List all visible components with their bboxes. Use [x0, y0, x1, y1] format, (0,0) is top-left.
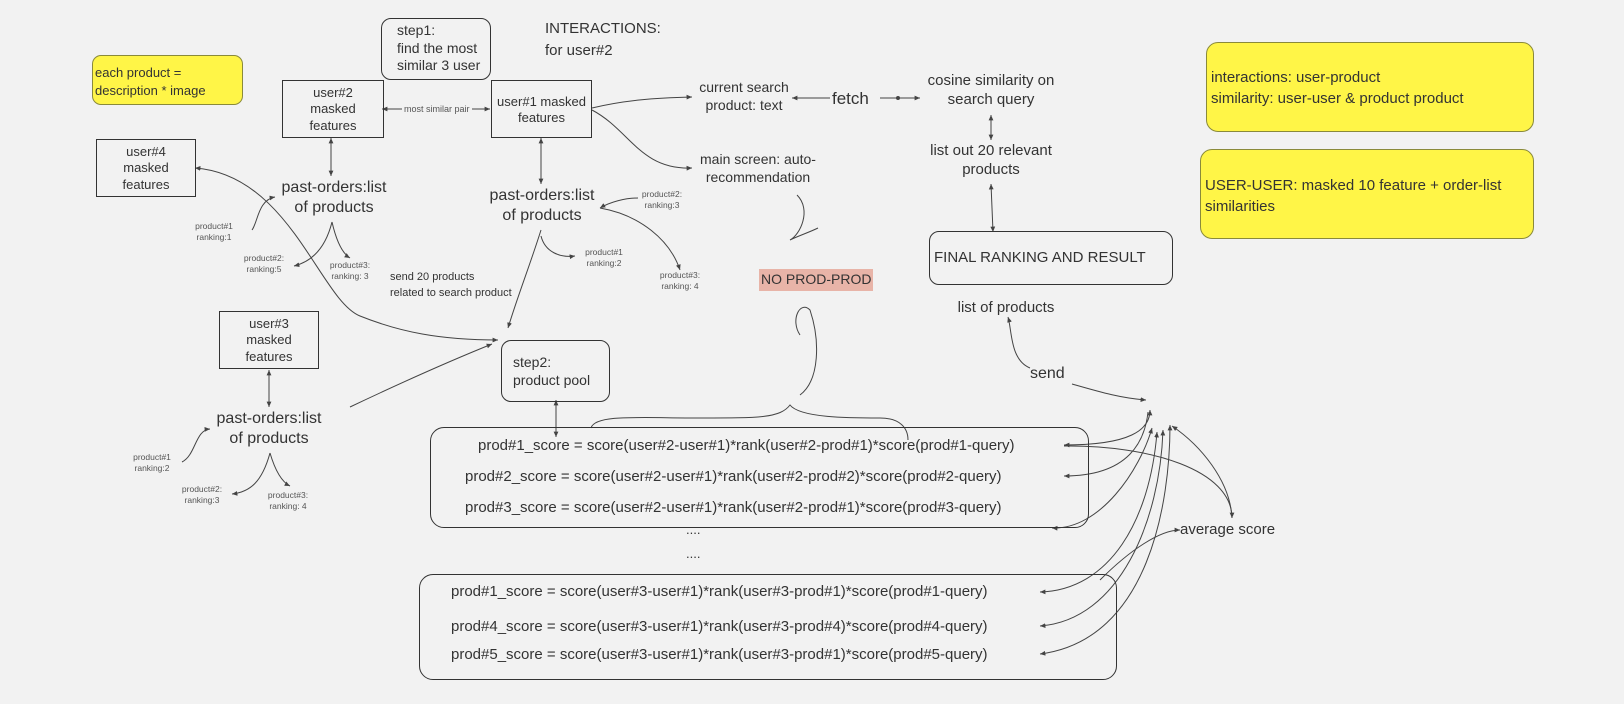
- arrow-send-right: [1071, 383, 1147, 402]
- formula-group-2: [419, 574, 1117, 680]
- ranking-u1-p2: product#2: ranking:3: [641, 189, 683, 210]
- past-orders-user1: past-orders:list of products: [489, 187, 595, 224]
- arrow-u3-pool: [349, 343, 493, 408]
- user4-box: user#4 masked features: [96, 139, 196, 197]
- list-of-products-label: list of products: [957, 299, 1055, 316]
- arrow-g2f3-send: [1039, 424, 1173, 656]
- group1-brace: [590, 404, 909, 441]
- formula-1-1: prod#1_score = score(user#2-user#1)*rank…: [478, 437, 1015, 454]
- arrow-u1-p1: [540, 235, 576, 260]
- arrow-u1-pool: [507, 229, 542, 329]
- most-similar-pair-label: most similar pair: [402, 104, 472, 116]
- arrow-u1-p3: [599, 207, 681, 271]
- send-20-label: send 20 products related to search produ…: [390, 271, 512, 299]
- step1-box: step1: find the most similar 3 user: [381, 18, 491, 80]
- average-score-label: average score: [1180, 521, 1276, 538]
- arrow-send-list: [1007, 316, 1031, 369]
- ranking-u3-p1: product#1 ranking:2: [133, 452, 171, 473]
- arrow-avg-g2: [1099, 527, 1181, 581]
- ranking-u2-p1: product#1 ranking:1: [195, 221, 233, 242]
- arrow-u2-p1: [251, 195, 276, 231]
- user2-box: user#2 masked features: [282, 80, 384, 138]
- ranking-u1-p1: product#1 ranking:2: [585, 247, 623, 268]
- ranking-u2-p3: product#3: ranking: 3: [329, 260, 371, 281]
- ranking-u3-p3: product#3: ranking: 4: [267, 490, 309, 511]
- ellipsis-1: ....: [686, 522, 701, 537]
- arrow-u1-p2: [599, 197, 639, 209]
- arrow-user1-mainscreen: [591, 109, 693, 171]
- send-label: send: [1030, 365, 1065, 382]
- arrow-user4-pool: [194, 166, 499, 343]
- main-screen-label: main screen: auto- recommendation: [700, 151, 816, 185]
- formula-2-3: prod#5_score = score(user#3-user#1)*rank…: [451, 646, 988, 663]
- arrow-u3-p3: [269, 452, 291, 487]
- formula-2-1: prod#1_score = score(user#3-user#1)*rank…: [451, 583, 988, 600]
- brace-to-noprod: [795, 307, 818, 396]
- note-interaction-types: interactions: user-product similarity: u…: [1206, 42, 1534, 132]
- cosine-similarity-label: cosine similarity on search query: [927, 72, 1055, 108]
- ranking-u1-p3: product#3: ranking: 4: [659, 270, 701, 291]
- step2-product-pool-box: step2: product pool: [501, 340, 610, 402]
- ranking-u2-p2: product#2: ranking:5: [243, 253, 285, 274]
- arrow-u3-p2: [231, 452, 271, 496]
- arrow-user1-search: [591, 94, 693, 109]
- user1-box: user#1 masked features: [491, 80, 592, 138]
- past-orders-user2: past-orders:list of products: [281, 179, 387, 216]
- note-user-user: USER-USER: masked 10 feature + order-lis…: [1200, 149, 1534, 239]
- ellipsis-2: ....: [686, 546, 701, 561]
- final-ranking-box: FINAL RANKING AND RESULT: [929, 231, 1173, 285]
- arrow-avg-f1: [1063, 445, 1235, 519]
- fetch-label: fetch: [832, 89, 869, 108]
- arrow-mainscreen-noprod: [789, 194, 819, 241]
- arrow-u2-p3: [331, 221, 351, 259]
- user3-box: user#3 masked features: [219, 311, 319, 369]
- formula-2-2: prod#4_score = score(user#3-user#1)*rank…: [451, 618, 988, 635]
- formula-1-3: prod#3_score = score(user#2-user#1)*rank…: [465, 499, 1002, 516]
- note-product-definition: each product = description * image: [92, 55, 243, 105]
- ranking-u3-p2: product#2: ranking:3: [181, 484, 223, 505]
- interactions-title: INTERACTIONS: for user#2: [545, 20, 661, 59]
- current-search-label: current search product: text: [699, 79, 789, 113]
- formula-group-1: [430, 427, 1089, 528]
- list-20-label: list out 20 relevant products: [930, 142, 1052, 178]
- arrow-avg-send: [1171, 425, 1233, 519]
- no-prod-prod-label: NO PROD-PROD: [759, 269, 874, 291]
- arrow-u3-p1: [181, 426, 211, 463]
- formula-1-2: prod#2_score = score(user#2-user#1)*rank…: [465, 468, 1002, 485]
- arrow-list20-final: [988, 183, 996, 233]
- past-orders-user3: past-orders:list of products: [216, 410, 322, 447]
